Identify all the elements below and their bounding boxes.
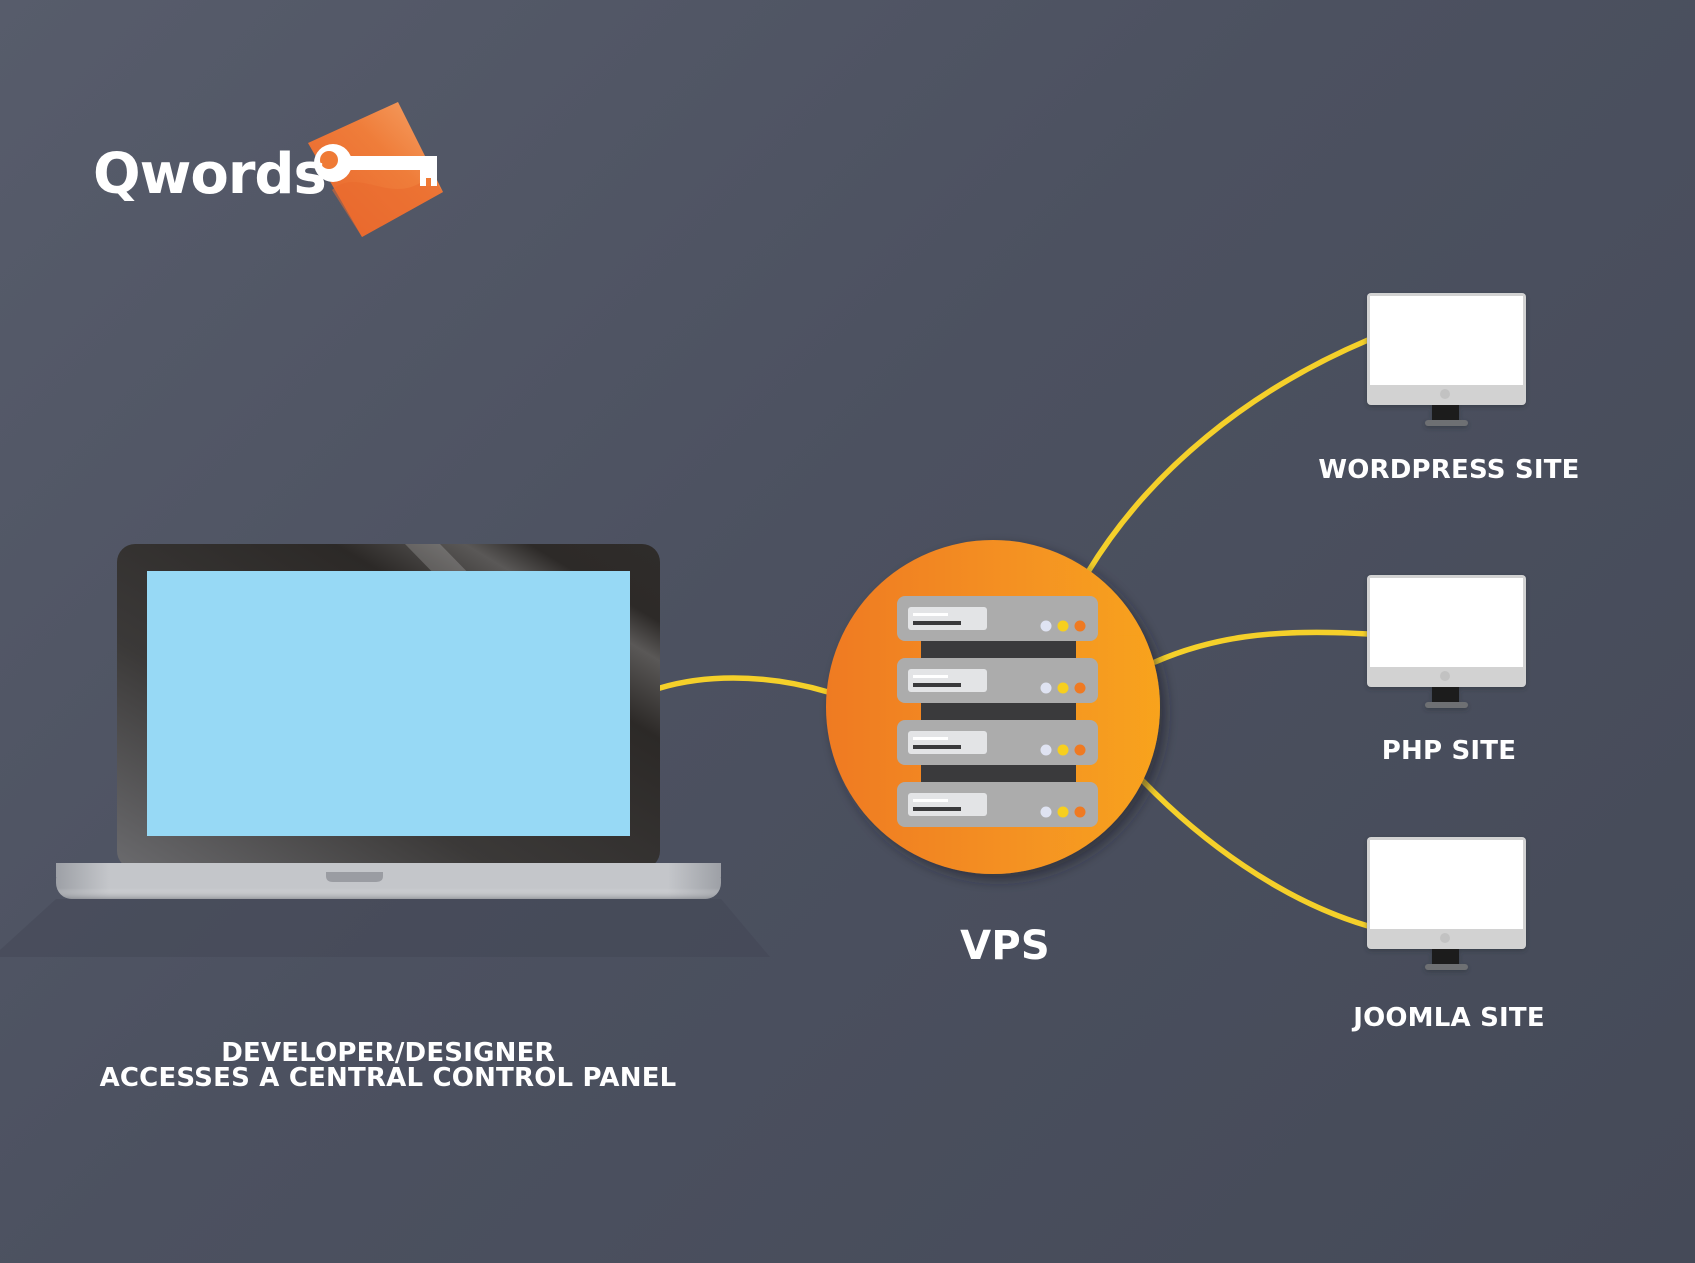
- laptop-base-shade: [56, 863, 721, 899]
- server-unit-line: [913, 683, 961, 687]
- site-label-joomla: JOOMLA SITE: [1353, 1003, 1545, 1033]
- server-unit-line: [913, 799, 948, 802]
- server-unit-line: [913, 807, 961, 811]
- server-unit: [897, 720, 1098, 765]
- monitor-icon: [1367, 293, 1526, 426]
- server-led-icon: [1040, 682, 1052, 694]
- monitor-stand: [1432, 687, 1459, 702]
- server-led-icon: [1074, 682, 1086, 694]
- monitor-logo-icon: [1440, 933, 1450, 943]
- developer-label-line1: DEVELOPER/DESIGNER: [221, 1038, 555, 1068]
- monitor-screen: [1370, 840, 1523, 929]
- monitor-logo-icon: [1440, 671, 1450, 681]
- logo-badge-wave: [332, 175, 443, 237]
- server-led-icon: [1074, 744, 1086, 756]
- server-led-icon: [1057, 682, 1069, 694]
- server-unit-panel: [908, 731, 987, 754]
- server-unit-line: [913, 745, 961, 749]
- laptop-icon: [0, 544, 770, 957]
- developer-label-line2: ACCESSES A CENTRAL CONTROL PANEL: [99, 1063, 677, 1093]
- monitor-icon: [1367, 837, 1526, 970]
- server-unit-panel: [908, 607, 987, 630]
- monitor-logo-icon: [1440, 389, 1450, 399]
- cable-vps-joomla: [1139, 777, 1371, 929]
- monitor-screen: [1370, 578, 1523, 667]
- monitor-stand: [1432, 949, 1459, 964]
- server-unit-panel: [908, 793, 987, 816]
- cable-developer-vps: [657, 675, 831, 695]
- monitor-screen: [1370, 296, 1523, 385]
- server-unit-panel: [908, 669, 987, 692]
- server-led-icon: [1040, 744, 1052, 756]
- site-label-wordpress: WORDPRESS SITE: [1318, 455, 1580, 485]
- server-led-icon: [1074, 806, 1086, 818]
- server-unit-line: [913, 613, 948, 616]
- monitor-foot: [1425, 964, 1468, 970]
- server-led-icon: [1040, 806, 1052, 818]
- key-icon: [314, 144, 437, 186]
- vps-node: [826, 540, 1160, 874]
- vps-label: VPS: [960, 923, 1050, 969]
- server-unit: [897, 782, 1098, 827]
- monitor-foot: [1425, 702, 1468, 708]
- server-unit-line: [913, 675, 948, 678]
- cable-vps-wordpress: [1085, 337, 1371, 575]
- monitor-stand: [1432, 405, 1459, 420]
- brand-logo-text: Qwords: [93, 142, 327, 207]
- logo-key-badge: [308, 102, 443, 237]
- cables: [657, 337, 1371, 929]
- site-monitors: [1367, 293, 1526, 970]
- server-unit: [897, 658, 1098, 703]
- server-rack-icon: [897, 596, 1098, 827]
- laptop-notch: [326, 872, 383, 882]
- server-unit: [897, 596, 1098, 641]
- server-led-icon: [1040, 620, 1052, 632]
- server-led-icon: [1057, 620, 1069, 632]
- monitor-foot: [1425, 420, 1468, 426]
- server-unit-line: [913, 737, 948, 740]
- site-label-php: PHP SITE: [1381, 736, 1517, 766]
- server-led-icon: [1057, 744, 1069, 756]
- laptop-screen: [147, 571, 630, 836]
- monitor-icon: [1367, 575, 1526, 708]
- rack-spine: [921, 615, 1076, 805]
- server-led-icon: [1074, 620, 1086, 632]
- server-unit-line: [913, 621, 961, 625]
- laptop-floor-shadow: [0, 899, 770, 957]
- cable-vps-php: [1152, 629, 1371, 665]
- server-led-icon: [1057, 806, 1069, 818]
